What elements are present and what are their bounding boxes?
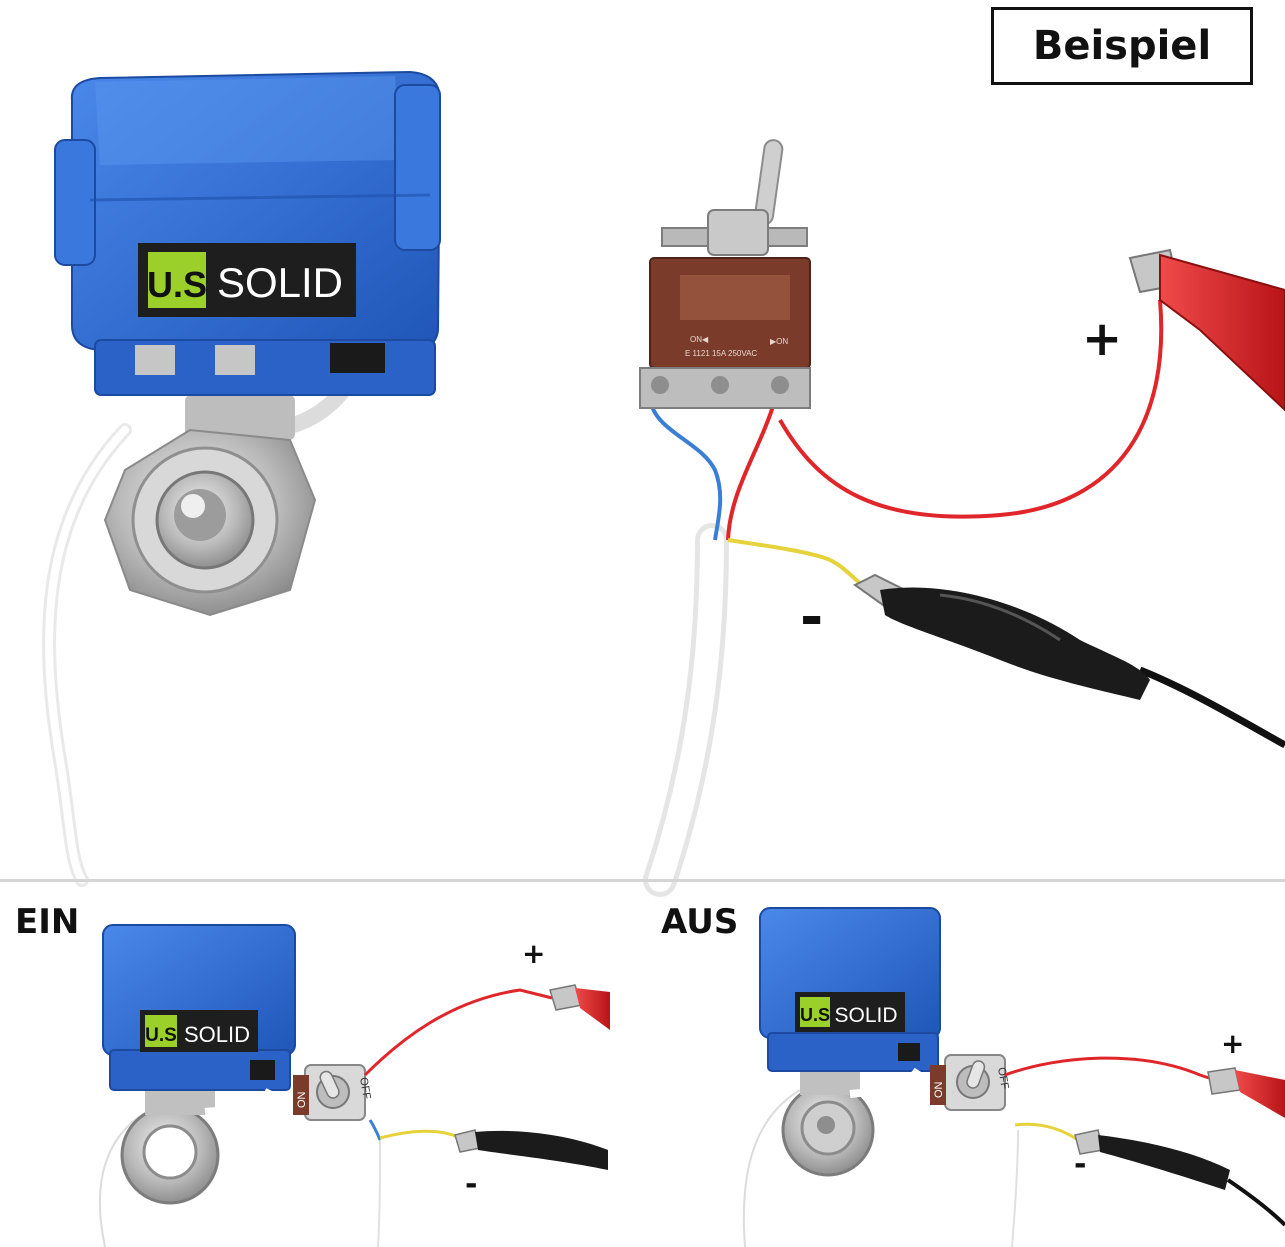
panel-ein-plus: +	[522, 937, 546, 970]
switch-label-right: ▶ON	[770, 337, 788, 346]
negative-clip	[853, 573, 1285, 749]
aus-brand-us: U.S	[800, 1005, 830, 1025]
main-valve: U.S SOLID	[42, 70, 442, 887]
panel-ein-minus: -	[465, 1167, 478, 1202]
main-minus-label: -	[800, 585, 824, 650]
panel-ein: U.S SOLID ON OFF	[95, 924, 610, 1247]
aus-switch-off: OFF	[995, 1066, 1011, 1090]
brand-solid-text: SOLID	[217, 259, 343, 306]
switch-rating: E 1121 15A 250VAC	[685, 349, 757, 358]
panel-aus-plus: +	[1221, 1027, 1245, 1060]
panel-aus-minus: -	[1074, 1147, 1087, 1182]
panel-aus: U.S SOLID ON OFF	[739, 907, 1285, 1247]
panel-aus-title: AUS	[661, 902, 739, 942]
aus-brand-solid: SOLID	[834, 1004, 897, 1027]
brand-us-text: U.S	[147, 264, 207, 305]
toggle-switch: ON◀ ▶ON E 1121 15A 250VAC	[639, 139, 1164, 897]
beispiel-badge: Beispiel	[991, 7, 1253, 85]
ein-switch-off: OFF	[357, 1076, 373, 1100]
panel-ein-title: EIN	[15, 902, 80, 942]
ein-brand-us: U.S	[145, 1025, 177, 1046]
beispiel-text: Beispiel	[1032, 23, 1212, 69]
switch-label-left: ON◀	[690, 335, 709, 344]
ein-brand-solid: SOLID	[184, 1022, 250, 1047]
aus-switch-on: ON	[933, 1081, 945, 1098]
positive-clip	[1128, 248, 1285, 412]
main-plus-label: +	[1082, 311, 1123, 367]
ein-switch-on: ON	[296, 1091, 308, 1108]
